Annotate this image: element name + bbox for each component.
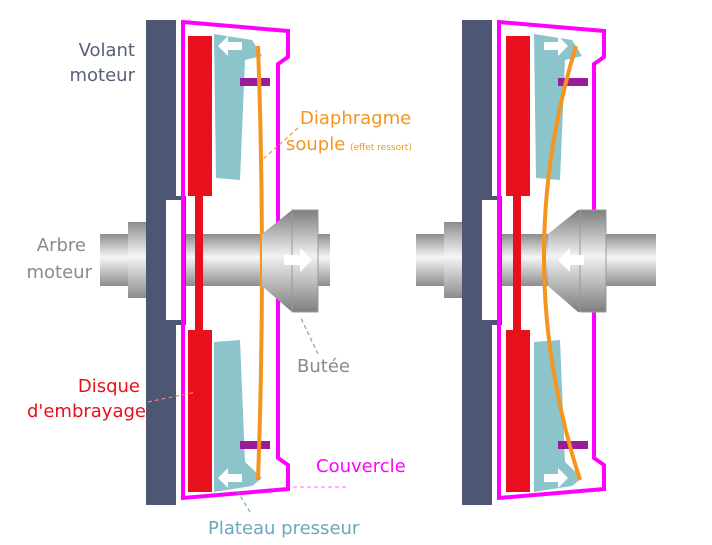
- diaphragm-spring: [256, 45, 264, 481]
- bearing-arrow: [558, 248, 584, 272]
- cover-bolt-top: [240, 78, 270, 86]
- right-clutch-view: [416, 19, 656, 505]
- pressure-arrow-bottom: [218, 468, 242, 488]
- flywheel-hub-gap: [166, 200, 182, 320]
- pressure-plate-top: [214, 34, 262, 180]
- label-volant-line1: Volant: [79, 40, 135, 61]
- label-plateau: Plateau presseur: [208, 518, 360, 539]
- label-butee: Butée: [297, 356, 350, 377]
- clutch-disc-bottom: [188, 330, 212, 492]
- cover-bolt-bottom: [558, 441, 588, 449]
- clutch-cover: [181, 19, 290, 501]
- leader-lines: [147, 127, 346, 513]
- clutch-disc-hub: [195, 196, 203, 330]
- clutch-disc-top: [188, 36, 212, 196]
- clutch-disc-bottom: [506, 330, 530, 492]
- left-clutch-view: [100, 19, 330, 505]
- clutch-disc-top: [506, 36, 530, 196]
- butee-leader: [299, 315, 319, 355]
- diaphragm-spring: [542, 45, 582, 481]
- pressure-arrow-top: [544, 36, 568, 56]
- label-disque-line2: d'embrayage: [27, 401, 146, 422]
- cover-bolt-bottom: [240, 441, 270, 449]
- clutch-disc-hub: [513, 196, 521, 330]
- flywheel-hub-gap: [482, 200, 498, 320]
- bearing-arrow: [284, 248, 312, 272]
- pressure-plate-top: [534, 34, 582, 180]
- label-couvercle: Couvercle: [316, 456, 406, 477]
- pressure-plate-bottom: [214, 340, 262, 492]
- plateau-leader: [237, 491, 251, 513]
- label-arbre-line1: Arbre: [37, 235, 86, 256]
- cover-bolt-top: [558, 78, 588, 86]
- label-disque-line1: Disque: [78, 376, 140, 397]
- disque-leader: [147, 391, 197, 403]
- label-diaphragme-line2: souple: [286, 134, 345, 155]
- diaphragm-leader: [261, 127, 299, 161]
- label-diaphragme-note: (effet ressort): [350, 143, 412, 153]
- clutch-cover: [497, 19, 606, 501]
- pressure-arrow-top: [218, 36, 242, 56]
- pressure-plate-bottom: [534, 340, 582, 492]
- label-diaphragme-line1: Diaphragme: [300, 108, 411, 129]
- label-volant-line2: moteur: [70, 65, 136, 86]
- label-arbre-line2: moteur: [27, 262, 93, 283]
- pressure-arrow-bottom: [544, 468, 568, 488]
- release-bearing-face: [579, 209, 607, 313]
